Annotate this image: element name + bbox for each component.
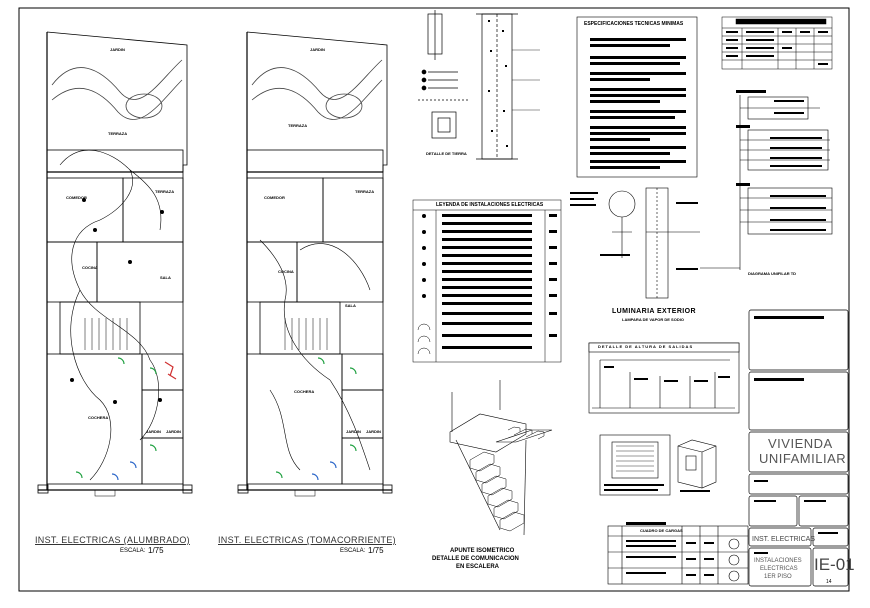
room-label: COCINA — [82, 265, 98, 270]
plan-alumbrado-accents — [75, 357, 177, 481]
detalle-tierra-caption: DETALLE DE TIERRA — [426, 151, 467, 156]
plan-alumbrado-fixtures — [70, 198, 164, 404]
detalle-altura-salidas — [588, 342, 740, 414]
sheet-number: 14 — [826, 579, 832, 585]
plan-tomacorriente-scale-label: ESCALA: — [340, 548, 366, 554]
luminaria-subtitle: LAMPARA DE VAPOR DE SODIO — [622, 317, 684, 322]
plan-tomacorriente — [237, 31, 393, 497]
room-label: JARDIN — [146, 429, 161, 434]
project-title-line1: VIVIENDA — [768, 436, 833, 451]
luminaria-detail — [570, 187, 700, 299]
leyenda-title: LEYENDA DE INSTALACIONES ELECTRICAS — [436, 202, 544, 208]
plan-alumbrado-caption: INST. ELECTRICAS (ALUMBRADO) — [35, 535, 190, 545]
detalle-tierra-hatch — [488, 20, 508, 147]
sheet-name-line2: ELECTRICAS — [760, 566, 798, 572]
detalle-tierra — [418, 10, 540, 160]
especificaciones-block — [576, 16, 698, 178]
diagrama-unifilar-caption: DIAGRAMA UNIFILAR TD — [748, 271, 797, 276]
room-label: JARDIN — [110, 47, 125, 52]
tablero-detail — [599, 434, 717, 496]
room-label: COCHERA — [88, 415, 109, 420]
room-label: TERRAZA — [155, 189, 175, 194]
cuadro-cargas-bottom — [607, 522, 749, 585]
leyenda-table — [412, 199, 562, 363]
escalera-caption-1: APUNTE ISOMETRICO — [450, 548, 515, 554]
sheet-code: IE-01 — [814, 555, 855, 574]
sheet-border — [18, 7, 850, 592]
altura-salidas-title: DETALLE DE ALTURA DE SALIDAS — [598, 344, 694, 349]
room-label: COCHERA — [294, 389, 315, 394]
sheet-name-line3: 1ER PISO — [764, 574, 792, 580]
room-label: JARDIN — [346, 429, 361, 434]
room-label: COCINA — [278, 269, 294, 274]
sheet-name-line1: INSTALACIONES — [754, 558, 802, 564]
escalera-isometrico — [449, 380, 553, 536]
room-label: JARDIN — [166, 429, 181, 434]
escalera-caption-2: DETALLE DE COMUNICACION — [432, 556, 519, 562]
plan-alumbrado-scale-value: 1/75 — [148, 546, 164, 555]
plan-tomacorriente-caption: INST. ELECTRICAS (TOMACORRIENTE) — [218, 535, 396, 545]
escalera-caption-3: EN ESCALERA — [456, 564, 500, 570]
specialty-label: INST. ELECTRICAS — [752, 536, 816, 543]
room-label: SALA — [160, 275, 171, 280]
especificaciones-title: ESPECIFICACIONES TECNICAS MINIMAS — [584, 21, 684, 27]
luminaria-title: LUMINARIA EXTERIOR — [612, 308, 696, 315]
room-label: JARDIN — [310, 47, 325, 52]
room-label: TERRAZA — [108, 131, 128, 136]
room-label: JARDIN — [366, 429, 381, 434]
room-label: COMEDOR — [264, 195, 285, 200]
room-label: TERRAZA — [288, 123, 308, 128]
plan-alumbrado — [37, 31, 193, 497]
plan-tomacorriente-accents — [275, 357, 357, 481]
room-label: SALA — [345, 303, 356, 308]
plan-alumbrado-scale-label: ESCALA: — [120, 548, 146, 554]
plan-tomacorriente-scale-value: 1/75 — [368, 546, 384, 555]
title-block — [748, 309, 849, 587]
diagrama-unifilar — [700, 90, 833, 270]
project-title-line2: UNIFAMILIAR — [759, 451, 847, 466]
cuadro-cargas-title: CUADRO DE CARGAS — [640, 528, 683, 533]
cuadro-cargas-table — [721, 16, 833, 70]
room-label: TERRAZA — [355, 189, 375, 194]
room-label: COMEDOR — [66, 195, 87, 200]
